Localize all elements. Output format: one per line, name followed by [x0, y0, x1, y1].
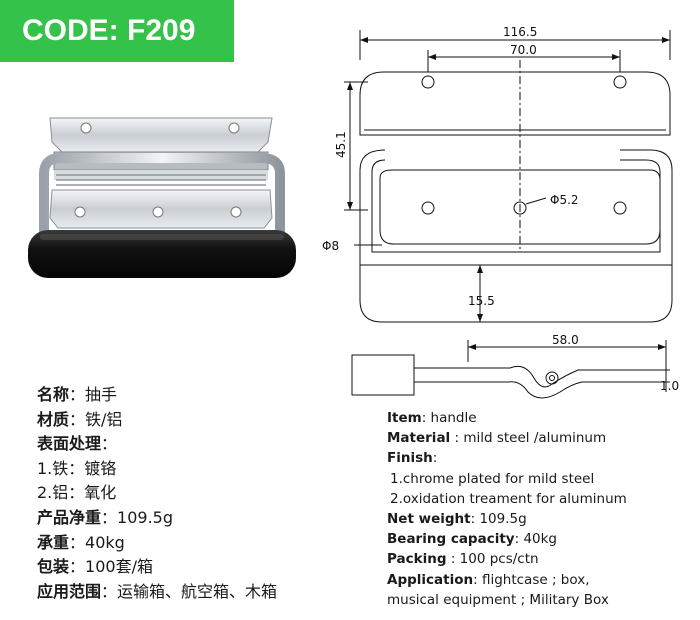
en-row-material: Material : mild steel /aluminum	[387, 430, 607, 447]
technical-drawing: 116.5 70.0 45.1 Φ5.2 Φ8 15.5 58.0 1.0	[322, 25, 679, 399]
dim-thickness: 1.0	[660, 379, 679, 393]
en-spec-list: Item: handle Material : mild steel /alum…	[387, 408, 695, 610]
zh-row-bearing: 承重：40kg	[37, 532, 125, 552]
product-photo	[28, 117, 296, 278]
en-row-application-2: musical equipment ; Military Box	[387, 591, 609, 608]
zh-row-net-weight: 产品净重：109.5g	[37, 507, 173, 527]
dim-depth: 58.0	[552, 333, 579, 347]
dim-clearance: 15.5	[468, 294, 495, 308]
zh-row-finish: 表面处理：	[37, 434, 118, 454]
dim-hole-dia: Φ5.2	[550, 193, 579, 207]
zh-row-material: 材质：铁/铝	[37, 409, 123, 429]
zh-row-application: 应用范围：运输箱、航空箱、木箱	[37, 581, 278, 601]
zh-row-packing: 包装：100套/箱	[37, 557, 153, 577]
en-row-item: Item: handle	[387, 410, 477, 426]
product-code-badge: CODE: F209	[0, 0, 234, 62]
zh-row-finish-alu: 2.铝：氧化	[37, 483, 117, 503]
en-row-application: Application: flightcase ; box,	[387, 571, 590, 588]
dim-height: 45.1	[334, 131, 348, 158]
zh-spec-list: 名称：抽手 材质：铁/铝 表面处理： 1.铁：镀铬 2.铝：氧化 产品净重：10…	[37, 383, 337, 604]
en-row-finish: Finish:	[387, 450, 438, 467]
en-row-finish-1: 1.chrome plated for mild steel	[390, 470, 595, 487]
en-row-finish-2: 2.oxidation treament for aluminum	[390, 490, 627, 507]
dim-bar-dia: Φ8	[322, 239, 339, 253]
en-row-net-weight: Net weight: 109.5g	[387, 511, 527, 528]
zh-row-name: 名称：抽手	[37, 385, 118, 404]
en-row-bearing: Bearing capacity: 40kg	[387, 531, 558, 548]
zh-row-finish-iron: 1.铁：镀铬	[37, 458, 117, 478]
en-row-packing: Packing : 100 pcs/ctn	[387, 551, 539, 568]
dim-hole-spacing: 70.0	[510, 43, 537, 57]
dim-width: 116.5	[503, 25, 537, 39]
